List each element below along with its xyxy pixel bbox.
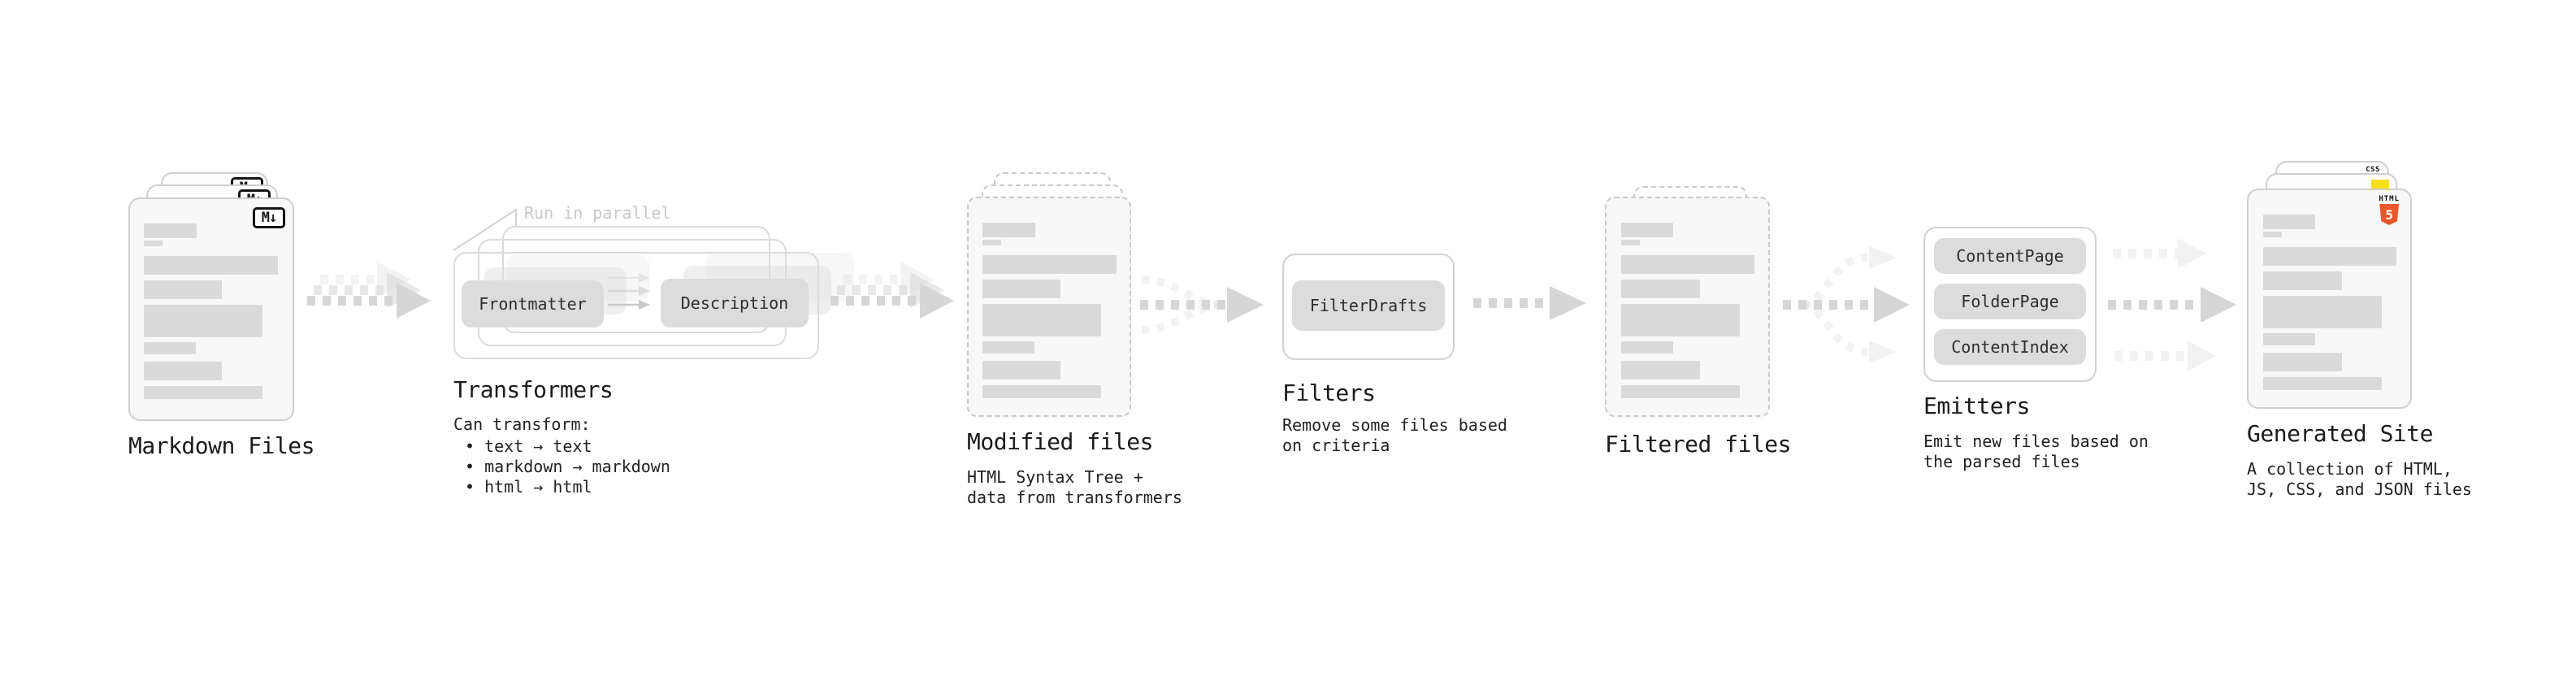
js-icon <box>2371 180 2389 189</box>
text-line-placeholder <box>2263 215 2315 229</box>
text-line-placeholder <box>982 223 1035 237</box>
emitters-caption: Emit new files based on <box>1923 432 2149 451</box>
transformers-subtitle: Can transform: <box>453 414 591 434</box>
transformer-box-description: Description <box>661 279 809 327</box>
generated-site-caption: JS, CSS, and JSON files <box>2247 479 2472 499</box>
flow-arrow-emitters-to-generated <box>2108 238 2236 371</box>
text-line-placeholder <box>144 386 262 399</box>
text-line-placeholder <box>2263 271 2342 290</box>
text-line-placeholder <box>144 241 163 246</box>
stage-title-filtered-files: Filtered files <box>1605 431 1792 458</box>
flow-arrow-filtered-to-emitters <box>1783 246 1910 363</box>
text-line-placeholder <box>2263 232 2282 237</box>
text-line-placeholder <box>2263 296 2382 328</box>
text-line-placeholder <box>982 255 1117 274</box>
transformers-bullet: • html → html <box>465 477 592 497</box>
transformers-bullet: • text → text <box>465 436 592 456</box>
text-line-placeholder <box>1621 255 1754 274</box>
emitters-caption: the parsed files <box>1923 452 2080 471</box>
text-line-placeholder <box>144 256 278 275</box>
filter-box-filter-drafts: FilterDrafts <box>1292 280 1445 331</box>
modified-files-caption: data from transformers <box>967 488 1182 507</box>
text-line-placeholder <box>1621 341 1673 354</box>
modified-file-card <box>967 197 1131 417</box>
emitter-box-content-page: ContentPage <box>1934 238 2086 274</box>
flow-arrow-markdown-to-transformers <box>307 262 431 319</box>
text-line-placeholder <box>982 341 1034 354</box>
text-line-placeholder <box>2263 333 2315 345</box>
transformers-bullet: • markdown → markdown <box>465 457 670 476</box>
text-line-placeholder <box>982 361 1060 380</box>
text-line-placeholder <box>1621 280 1700 298</box>
emitter-box-folder-page: FolderPage <box>1934 284 2086 319</box>
text-line-placeholder <box>2263 247 2396 266</box>
transformer-group-outline <box>453 252 819 359</box>
filters-caption: Remove some files based <box>1282 415 1507 435</box>
markdown-file-card: M↓ <box>128 197 294 421</box>
text-line-placeholder <box>144 223 197 238</box>
text-line-placeholder <box>144 305 262 337</box>
stage-title-filters: Filters <box>1282 380 1376 406</box>
html5-icon-label: HTML <box>2379 195 2400 203</box>
stage-title-generated-site: Generated Site <box>2247 420 2434 447</box>
generated-site-caption: A collection of HTML, <box>2247 459 2452 479</box>
transformer-mini-arrows <box>608 273 650 310</box>
text-line-placeholder <box>144 280 222 299</box>
stage-title-modified-files: Modified files <box>967 428 1154 455</box>
modified-files-caption: HTML Syntax Tree + <box>967 467 1143 487</box>
text-line-placeholder <box>2263 353 2342 371</box>
text-line-placeholder <box>1621 223 1673 237</box>
transformer-box-frontmatter: Frontmatter <box>462 280 604 327</box>
flow-arrow-transformers-to-modified <box>830 262 954 319</box>
text-line-placeholder <box>1621 361 1700 380</box>
html5-icon: HTML 5 <box>2379 195 2400 225</box>
text-line-placeholder <box>1621 240 1640 245</box>
flow-arrow-filters-to-filtered <box>1473 286 1586 320</box>
stage-title-markdown-files: Markdown Files <box>128 432 315 459</box>
emitter-box-content-index: ContentIndex <box>1934 329 2086 365</box>
text-line-placeholder <box>2263 377 2382 390</box>
text-line-placeholder <box>982 240 1001 245</box>
text-line-placeholder <box>1621 304 1740 336</box>
markdown-icon: M↓ <box>253 207 285 228</box>
text-line-placeholder <box>982 304 1101 336</box>
text-line-placeholder <box>144 362 222 380</box>
text-line-placeholder <box>144 342 196 354</box>
text-line-placeholder <box>982 385 1101 398</box>
text-line-placeholder <box>982 280 1060 298</box>
flow-arrow-modified-to-filters <box>1140 275 1264 334</box>
generated-html-file-card: HTML 5 <box>2247 189 2412 409</box>
annotation-leader-line <box>453 208 517 251</box>
css-icon-label: CSS <box>2366 166 2380 174</box>
filters-caption: on criteria <box>1282 436 1390 455</box>
run-in-parallel-note: Run in parallel <box>524 203 671 223</box>
html5-icon-shield: 5 <box>2379 204 2400 225</box>
stage-title-emitters: Emitters <box>1923 393 2030 419</box>
stage-title-transformers: Transformers <box>453 376 614 403</box>
text-line-placeholder <box>1621 385 1740 398</box>
filtered-file-card <box>1605 197 1770 417</box>
